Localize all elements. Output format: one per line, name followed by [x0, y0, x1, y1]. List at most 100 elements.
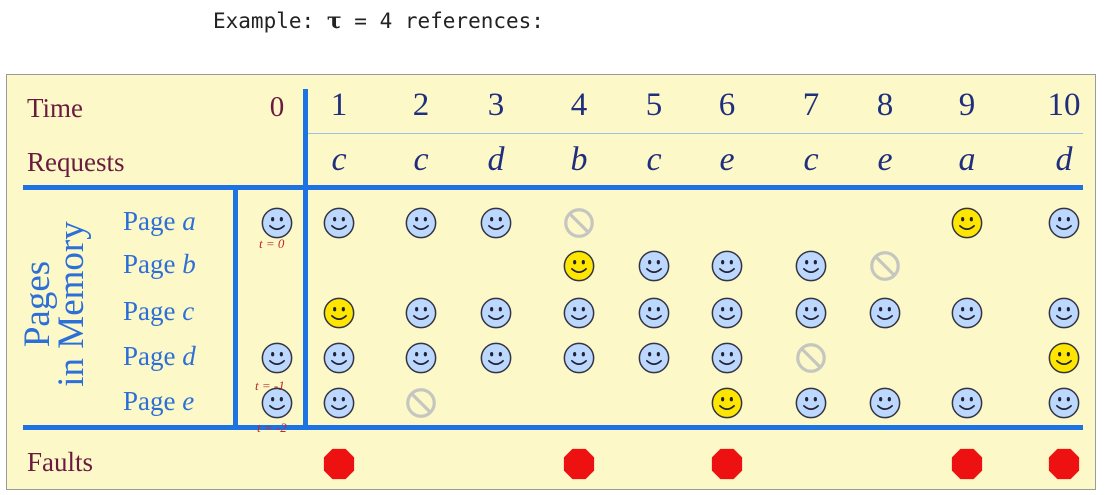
- page-label-e: Page e: [123, 386, 194, 417]
- cell-e-8: [868, 386, 902, 425]
- cell-b-5: [637, 249, 671, 288]
- cell-e-6: [710, 386, 744, 425]
- smiley-blue-icon: [795, 250, 827, 282]
- cell-b-6: [710, 249, 744, 288]
- smiley-blue-icon: [711, 250, 743, 282]
- no-sign-icon: [406, 388, 436, 418]
- faults-divider: [23, 425, 1083, 430]
- red-octagon-icon: [323, 448, 355, 480]
- caption: Example: τ = 4 references:: [213, 8, 544, 34]
- cell-c-3: [479, 296, 513, 335]
- smiley-blue-icon: [869, 297, 901, 329]
- pages-in-memory-line1: Pages: [17, 260, 58, 348]
- pages-in-memory-line2: in Memory: [51, 221, 92, 387]
- time-tag-0: t = 0: [259, 236, 285, 251]
- cell-b-8: [868, 249, 902, 288]
- cell-e-7: [794, 386, 828, 425]
- smiley-yellow-icon: [711, 387, 743, 419]
- cell-e-0: [260, 386, 294, 425]
- cell-a-3: [479, 206, 513, 245]
- smiley-blue-icon: [480, 342, 512, 374]
- request-7: c: [803, 141, 819, 178]
- cell-d-0: [260, 341, 294, 380]
- time-value-4: 4: [570, 87, 588, 123]
- cell-a-9: [950, 206, 984, 245]
- fault-10: [1047, 447, 1081, 486]
- pages-label-divider: [233, 187, 238, 429]
- page-name: b: [182, 249, 196, 279]
- page-name: e: [182, 386, 195, 416]
- page-prefix: Page: [123, 206, 183, 236]
- header-divider: [23, 185, 1083, 190]
- red-octagon-icon: [711, 448, 743, 480]
- cell-a-1: [322, 206, 356, 245]
- cell-c-2: [404, 296, 438, 335]
- smiley-blue-icon: [405, 342, 437, 374]
- time-value-6: 6: [718, 87, 736, 123]
- page-name: d: [182, 341, 196, 371]
- smiley-blue-icon: [711, 342, 743, 374]
- page-prefix: Page: [123, 341, 183, 371]
- time-label: Time: [27, 93, 84, 123]
- smiley-blue-icon: [638, 342, 670, 374]
- request-3: d: [487, 141, 505, 178]
- caption-suffix: = 4 references:: [354, 9, 544, 33]
- smiley-blue-icon: [261, 387, 293, 419]
- caption-prefix: Example:: [213, 9, 315, 33]
- page-label-b: Page b: [123, 249, 196, 280]
- time-row-divider: [307, 133, 1083, 134]
- request-10: d: [1055, 141, 1073, 178]
- smiley-blue-icon: [951, 387, 983, 419]
- smiley-blue-icon: [1048, 207, 1080, 239]
- smiley-blue-icon: [869, 387, 901, 419]
- red-octagon-icon: [563, 448, 595, 480]
- tau-symbol: τ: [326, 8, 342, 34]
- request-9: a: [958, 141, 976, 178]
- cell-d-7: [794, 341, 828, 380]
- cell-d-6: [710, 341, 744, 380]
- cell-e-1: [322, 386, 356, 425]
- page-label-a: Page a: [123, 206, 196, 237]
- time-zero-divider: [303, 89, 308, 429]
- smiley-blue-icon: [480, 207, 512, 239]
- no-sign-icon: [796, 343, 826, 373]
- pages-in-memory-label: Pages in Memory: [17, 189, 92, 419]
- cell-c-9: [950, 296, 984, 335]
- smiley-blue-icon: [405, 207, 437, 239]
- smiley-blue-icon: [405, 297, 437, 329]
- smiley-blue-icon: [323, 387, 355, 419]
- smiley-blue-icon: [638, 250, 670, 282]
- cell-a-10: [1047, 206, 1081, 245]
- time-value-9: 9: [958, 87, 976, 123]
- smiley-blue-icon: [261, 342, 293, 374]
- smiley-yellow-icon: [323, 297, 355, 329]
- smiley-blue-icon: [480, 297, 512, 329]
- smiley-blue-icon: [711, 297, 743, 329]
- time-value-7: 7: [802, 87, 820, 123]
- page-name: c: [182, 296, 195, 326]
- red-octagon-icon: [1048, 448, 1080, 480]
- cell-e-9: [950, 386, 984, 425]
- request-2: c: [413, 141, 429, 178]
- smiley-yellow-icon: [563, 250, 595, 282]
- cell-c-1: [322, 296, 356, 335]
- cell-d-2: [404, 341, 438, 380]
- time-value-3: 3: [487, 87, 505, 123]
- smiley-blue-icon: [795, 387, 827, 419]
- fault-4: [562, 447, 596, 486]
- page-label-d: Page d: [123, 341, 196, 372]
- time-tag-1: t = -1: [255, 378, 285, 393]
- time-value-8: 8: [876, 87, 894, 123]
- no-sign-icon: [564, 208, 594, 238]
- smiley-blue-icon: [638, 297, 670, 329]
- cell-c-5: [637, 296, 671, 335]
- cell-c-4: [562, 296, 596, 335]
- smiley-blue-icon: [1048, 387, 1080, 419]
- faults-label: Faults: [27, 447, 94, 477]
- smiley-blue-icon: [323, 342, 355, 374]
- smiley-blue-icon: [323, 207, 355, 239]
- red-octagon-icon: [951, 448, 983, 480]
- page-prefix: Page: [123, 386, 183, 416]
- request-4: b: [570, 141, 588, 178]
